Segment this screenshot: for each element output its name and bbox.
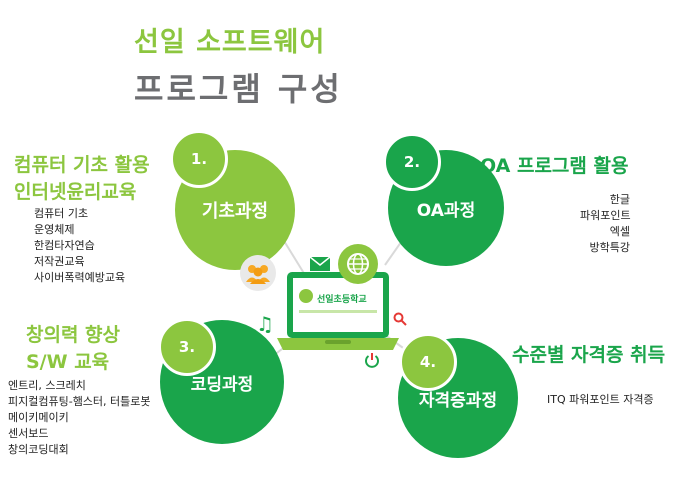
list-item: 사이버폭력예방교육 [34,271,126,284]
list-item: 센서보드 [8,427,49,440]
laptop-screen-text: 선일초등학교 [317,295,367,305]
circle-coding-course-label: 코딩과정 [190,374,254,395]
list-item: 엔트리, 스크레치 [8,379,86,392]
list-item: 파워포인트 [580,209,631,222]
circle-certificate-course-label: 자격증과정 [418,390,498,411]
mail-icon [308,255,332,273]
list-item: 한컴타자연습 [34,239,95,252]
power-icon [364,352,380,368]
badge-number-1: 1. [170,130,228,188]
section3-items: 엔트리, 스크레치 피지컬컴퓨팅-햄스터, 터틀로봇 메이키메이키 센서보드 창… [8,378,151,458]
section2-heading: OA 프로그램 활용 [480,155,629,177]
section1-items: 컴퓨터 기초 운영체제 한컴타자연습 저작권교육 사이버폭력예방교육 [34,206,125,286]
section1-heading: 컴퓨터 기초 활용 인터넷윤리교육 [14,154,150,203]
badge-number-2: 2. [383,133,441,191]
title-line1: 선일 소프트웨어 [134,27,326,58]
globe-icon [338,244,378,284]
list-item: 저작권교육 [34,255,85,268]
title-line2: 프로그램 구성 [134,70,343,108]
laptop-illustration: 선일초등학교 [275,270,401,360]
section2-items: 한글 파워포인트 엑셀 방학특강 [580,192,631,256]
list-item: 메이키메이키 [8,411,69,424]
list-item: ITQ 파워포인트 자격증 [547,393,654,406]
circle-oa-course-label: OA과정 [416,200,476,221]
laptop-icon [277,272,399,350]
music-note-icon: ♫ [256,312,274,336]
section3-heading: 창의력 향상 S/W 교육 [26,324,121,373]
circle-basic-course-label: 기초과정 [201,201,269,222]
people-icon [240,255,276,291]
list-item: 피지컬컴퓨팅-햄스터, 터틀로봇 [8,395,151,408]
list-item: 컴퓨터 기초 [34,207,89,220]
list-item: 창의코딩대회 [8,443,69,456]
section4-items: ITQ 파워포인트 자격증 [547,392,654,408]
section4-heading: 수준별 자격증 취득 [512,344,666,366]
list-item: 운영체제 [34,223,75,236]
magnifier-icon [393,312,407,326]
list-item: 방학특강 [589,241,630,254]
list-item: 엑셀 [609,225,630,238]
badge-number-3: 3. [158,318,216,376]
list-item: 한글 [609,193,630,206]
badge-number-4: 4. [399,333,457,391]
